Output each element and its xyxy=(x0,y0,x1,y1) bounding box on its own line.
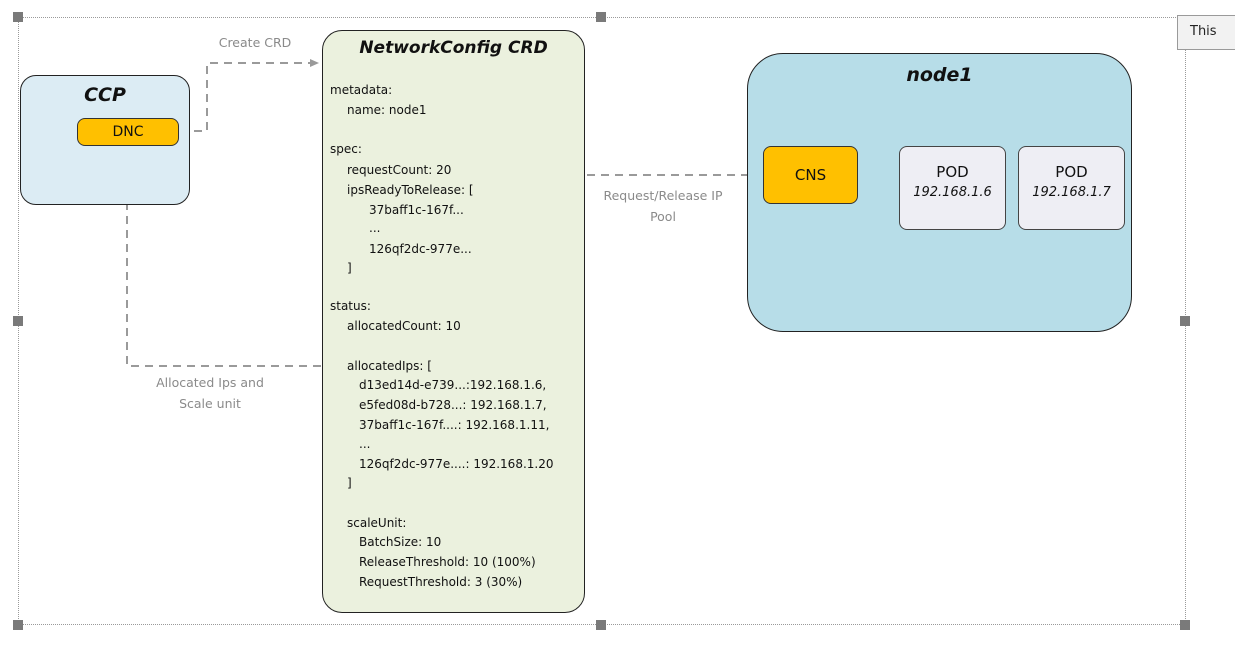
resize-handle-bottom-center[interactable] xyxy=(596,620,606,630)
crd-line: scaleUnit: xyxy=(347,516,407,530)
crd-line: ] xyxy=(347,261,352,275)
resize-handle-middle-left[interactable] xyxy=(13,316,23,326)
pod-box[interactable]: POD 192.168.1.6 xyxy=(899,146,1006,230)
crd-line: d13ed14d-e739...:192.168.1.6, xyxy=(359,378,547,392)
crd-line: ReleaseThreshold: 10 (100%) xyxy=(359,555,536,569)
crd-line: allocatedIps: [ xyxy=(347,359,432,373)
cns-box[interactable]: CNS xyxy=(763,146,858,204)
crd-line: 126qf2dc-977e... xyxy=(369,242,472,256)
dnc-box[interactable]: DNC xyxy=(77,118,179,146)
request-release-label-line1: Request/Release IP xyxy=(603,188,723,203)
crd-line: ] xyxy=(347,476,352,490)
node1-title: node1 xyxy=(906,64,973,86)
resize-handle-top-left[interactable] xyxy=(13,12,23,22)
create-crd-label: Create CRD xyxy=(218,35,292,50)
ccp-title: CCP xyxy=(84,84,126,106)
crd-line: status: xyxy=(330,299,371,313)
crd-title: NetworkConfig CRD xyxy=(359,38,548,58)
crd-line: ... xyxy=(369,221,381,235)
allocated-label-line2: Scale unit xyxy=(179,396,241,411)
crd-line: RequestThreshold: 3 (30%) xyxy=(359,575,523,589)
resize-handle-bottom-right[interactable] xyxy=(1180,620,1190,630)
crd-line: name: node1 xyxy=(347,103,427,117)
crd-line: 37baff1c-167f... xyxy=(369,203,464,217)
side-tab[interactable]: This xyxy=(1177,15,1235,50)
crd-line: ipsReadyToRelease: [ xyxy=(347,183,474,197)
crd-line: allocatedCount: 10 xyxy=(347,319,461,333)
allocated-ips-connector xyxy=(126,146,342,370)
crd-line: ... xyxy=(359,437,371,451)
resize-handle-middle-right[interactable] xyxy=(1180,316,1190,326)
pod-ip: 192.168.1.7 xyxy=(1032,185,1111,200)
crd-line: BatchSize: 10 xyxy=(359,535,442,549)
pod-box[interactable]: POD 192.168.1.7 xyxy=(1018,146,1125,230)
pod-ip: 192.168.1.6 xyxy=(913,185,992,200)
crd-line: requestCount: 20 xyxy=(347,163,452,177)
pod-label: POD xyxy=(936,163,969,181)
networkconfig-crd-box[interactable] xyxy=(322,30,585,613)
crd-line: 37baff1c-167f....: 192.168.1.11, xyxy=(359,418,550,432)
crd-line: metadata: xyxy=(330,83,393,97)
request-release-label-line2: Pool xyxy=(650,209,676,224)
crd-line: 126qf2dc-977e....: 192.168.1.20 xyxy=(359,457,554,471)
pod-label: POD xyxy=(1055,163,1088,181)
resize-handle-top-center[interactable] xyxy=(596,12,606,22)
crd-line: spec: xyxy=(330,142,362,156)
crd-line: e5fed08d-b728...: 192.168.1.7, xyxy=(359,398,547,412)
resize-handle-bottom-left[interactable] xyxy=(13,620,23,630)
create-crd-connector xyxy=(180,59,319,132)
allocated-label-line1: Allocated Ips and xyxy=(156,375,264,390)
